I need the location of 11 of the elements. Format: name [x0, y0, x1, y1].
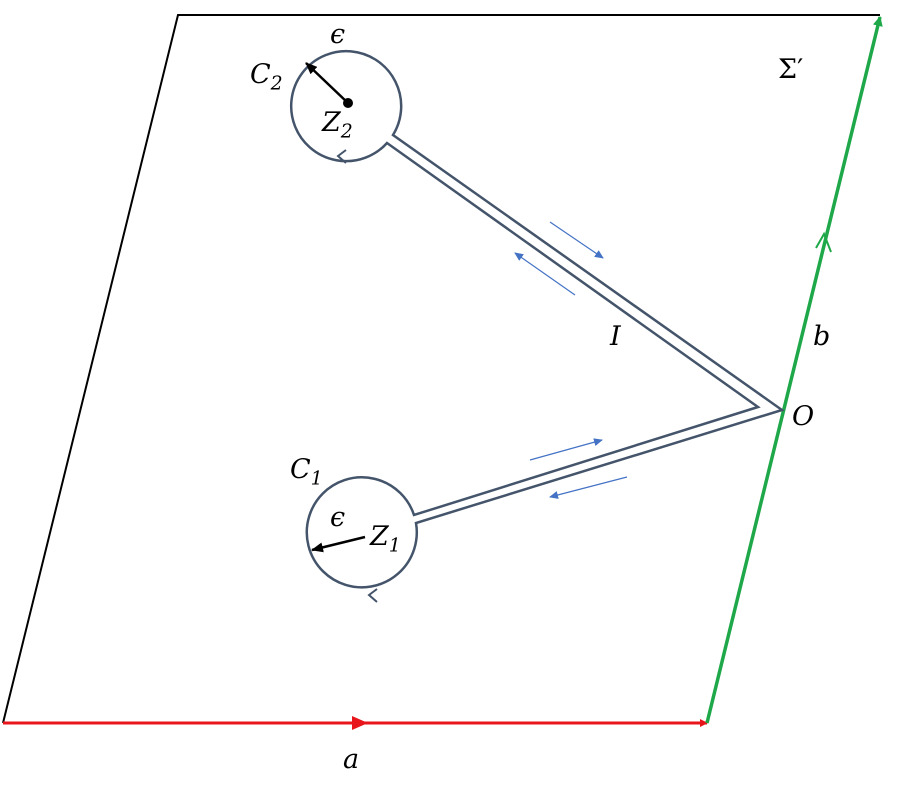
math-label: ϵ — [330, 20, 346, 50]
math-label: ϵ — [330, 503, 346, 533]
math-label: a — [343, 745, 360, 775]
math-label: b — [813, 322, 830, 352]
math-label: I — [610, 322, 621, 352]
math-label: Σ′ — [778, 55, 804, 85]
math-label: Z$_{2}$ — [322, 108, 353, 142]
math-label: C$_{1}$ — [290, 455, 323, 490]
math-label: Z$_{1}$ — [370, 522, 401, 556]
math-label: C$_{2}$ — [250, 60, 283, 94]
math-label: O — [792, 402, 814, 432]
